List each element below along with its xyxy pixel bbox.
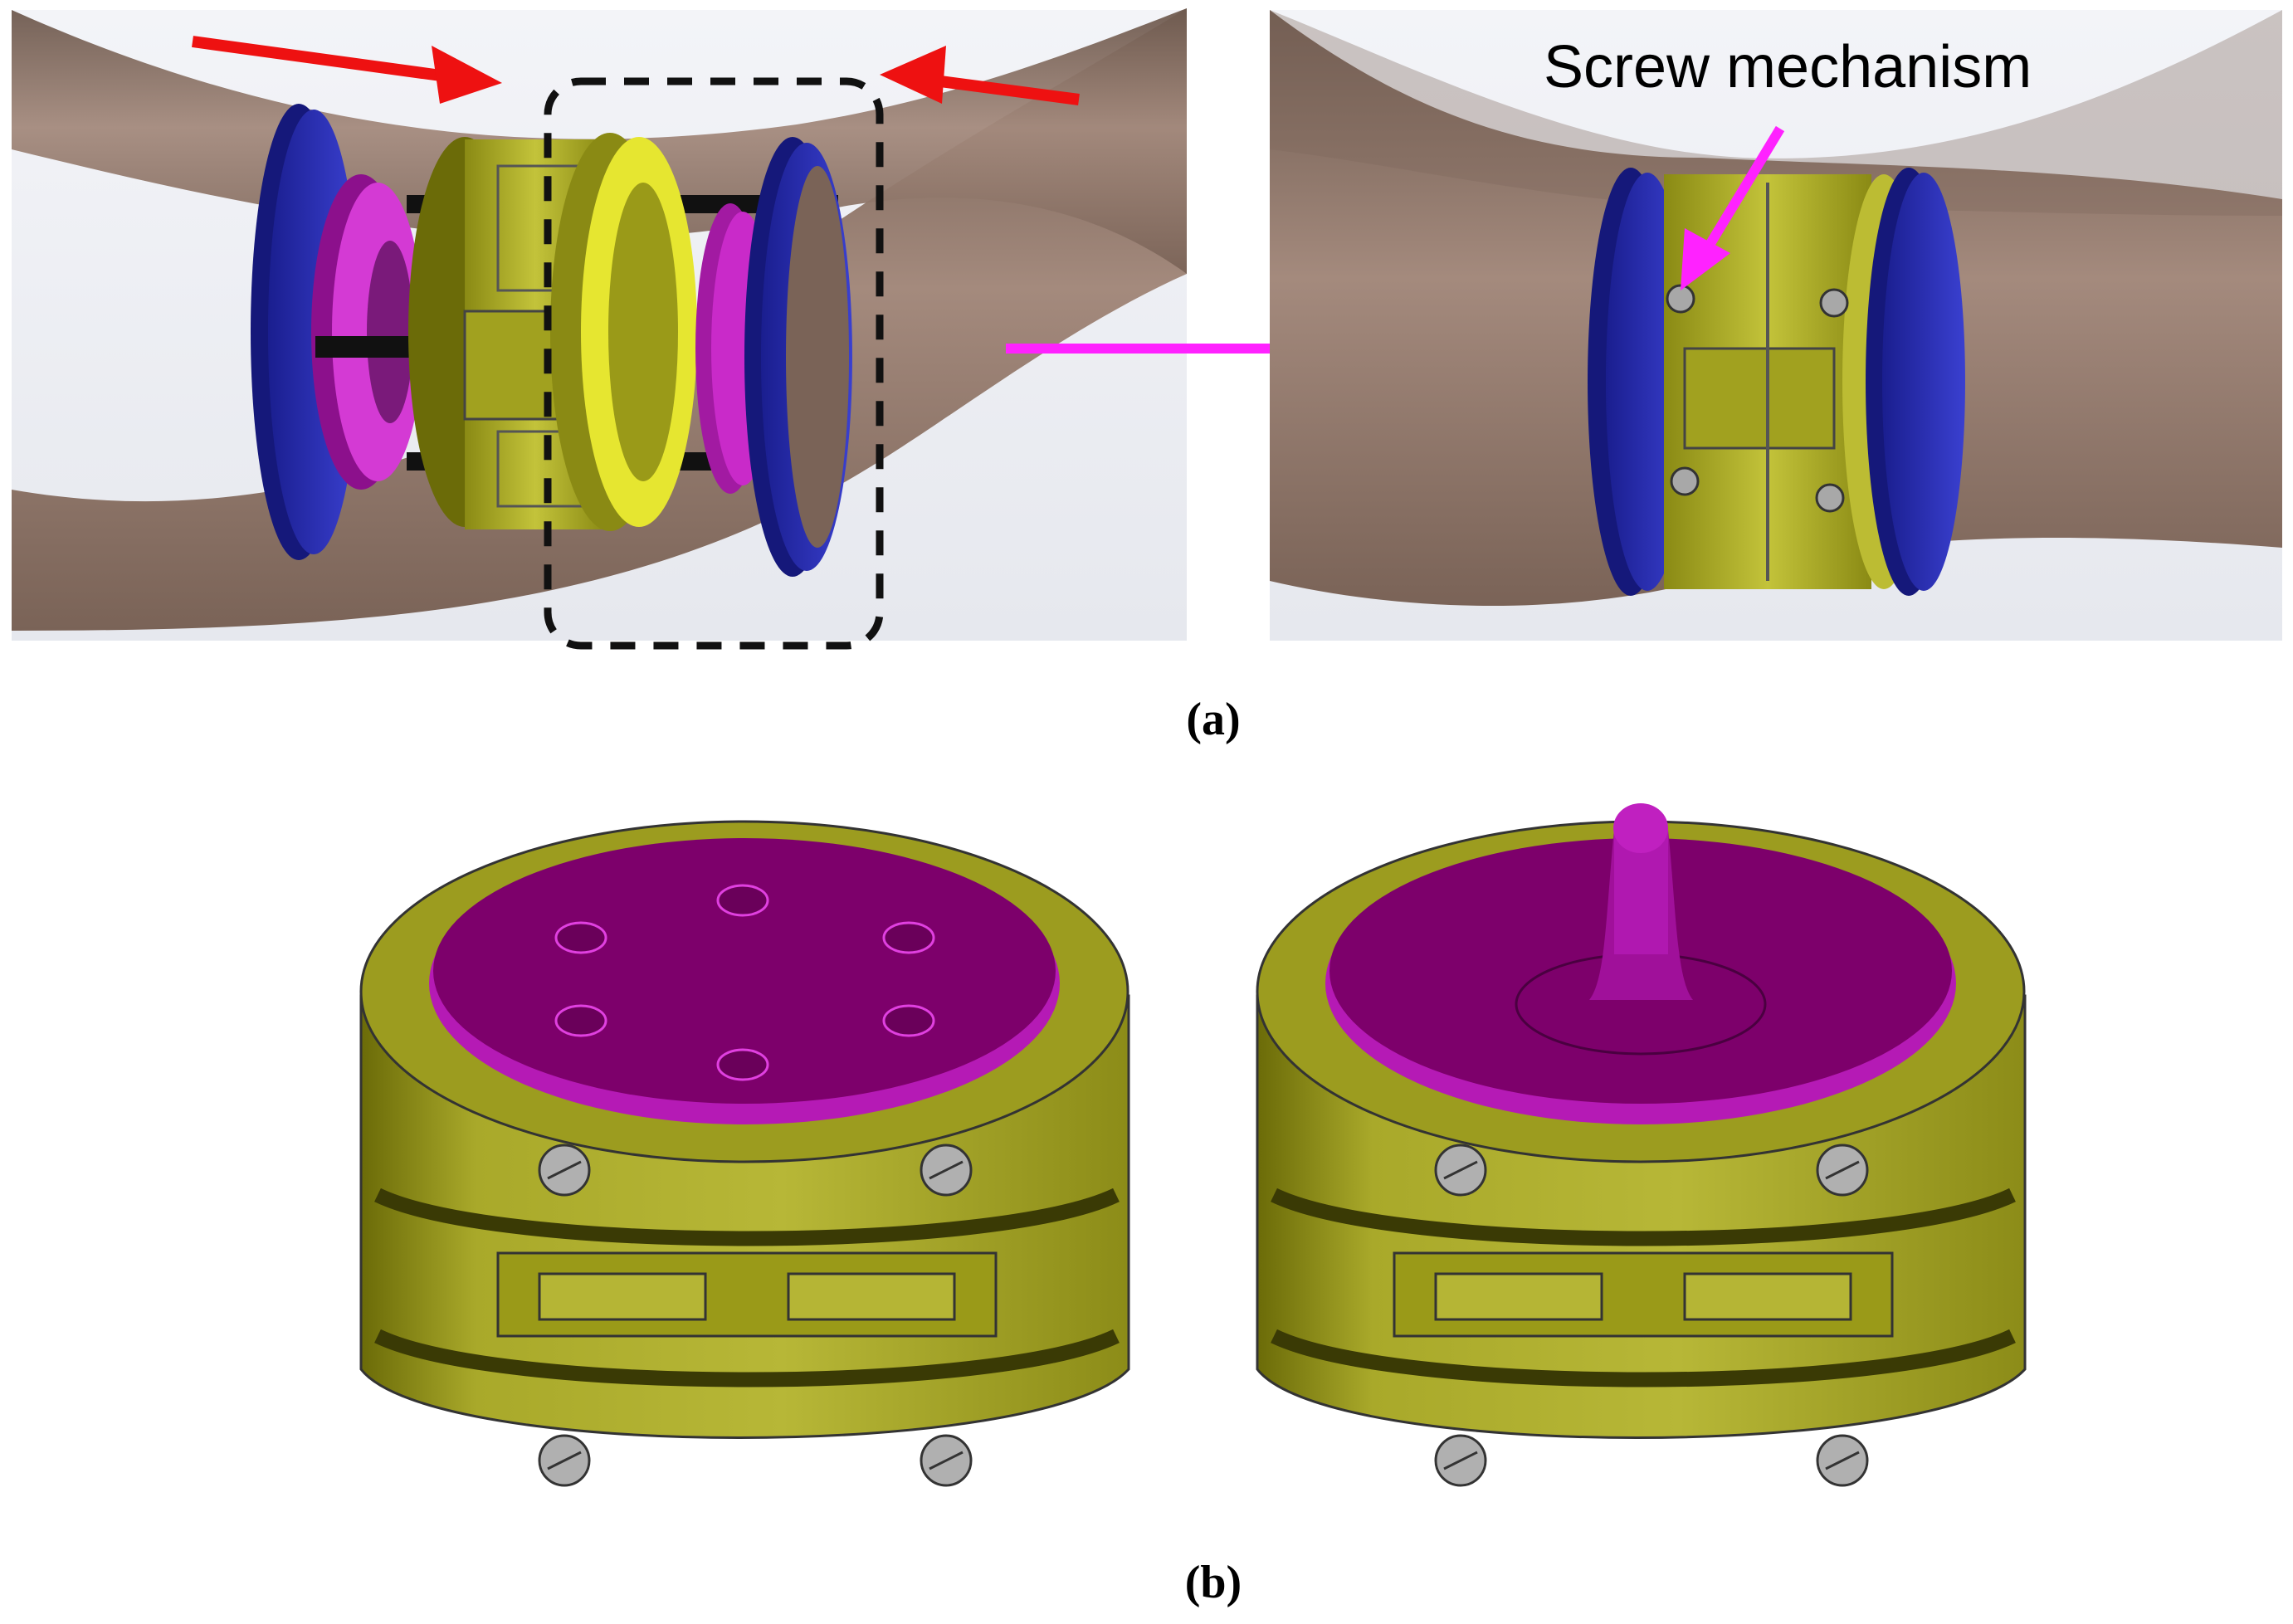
assembled-clamp: [1588, 168, 1965, 596]
red-arrow-left: [880, 46, 1080, 105]
screw-icon: [538, 1144, 973, 1487]
screw-mechanism-label: Screw mechanism: [1544, 34, 2032, 100]
yellow-ring: [550, 133, 697, 531]
panel-a-left-render: [12, 8, 1187, 650]
screw-icon: [1434, 1144, 1869, 1487]
panel-b-left-device: [359, 820, 1130, 1487]
center-post: [1515, 803, 1767, 1056]
panel-b-right-device: [1256, 803, 2027, 1487]
left-magenta-collar: [311, 174, 423, 490]
right-blue-flange: [744, 137, 852, 577]
screw-pointer-arrow: [1681, 125, 1785, 290]
caption-panel-a: (a): [1130, 693, 1296, 746]
red-arrow-right: [192, 36, 502, 104]
caption-panel-b: (b): [1130, 1556, 1296, 1609]
highlight-dashed-box: [544, 77, 884, 650]
panel-a-right-render: [1270, 10, 2282, 641]
top-plate-holes: [554, 884, 935, 1081]
screw-icon: [1666, 284, 1849, 513]
caption-b-text: (b): [1184, 1557, 1242, 1608]
caption-a-text: (a): [1186, 694, 1241, 745]
